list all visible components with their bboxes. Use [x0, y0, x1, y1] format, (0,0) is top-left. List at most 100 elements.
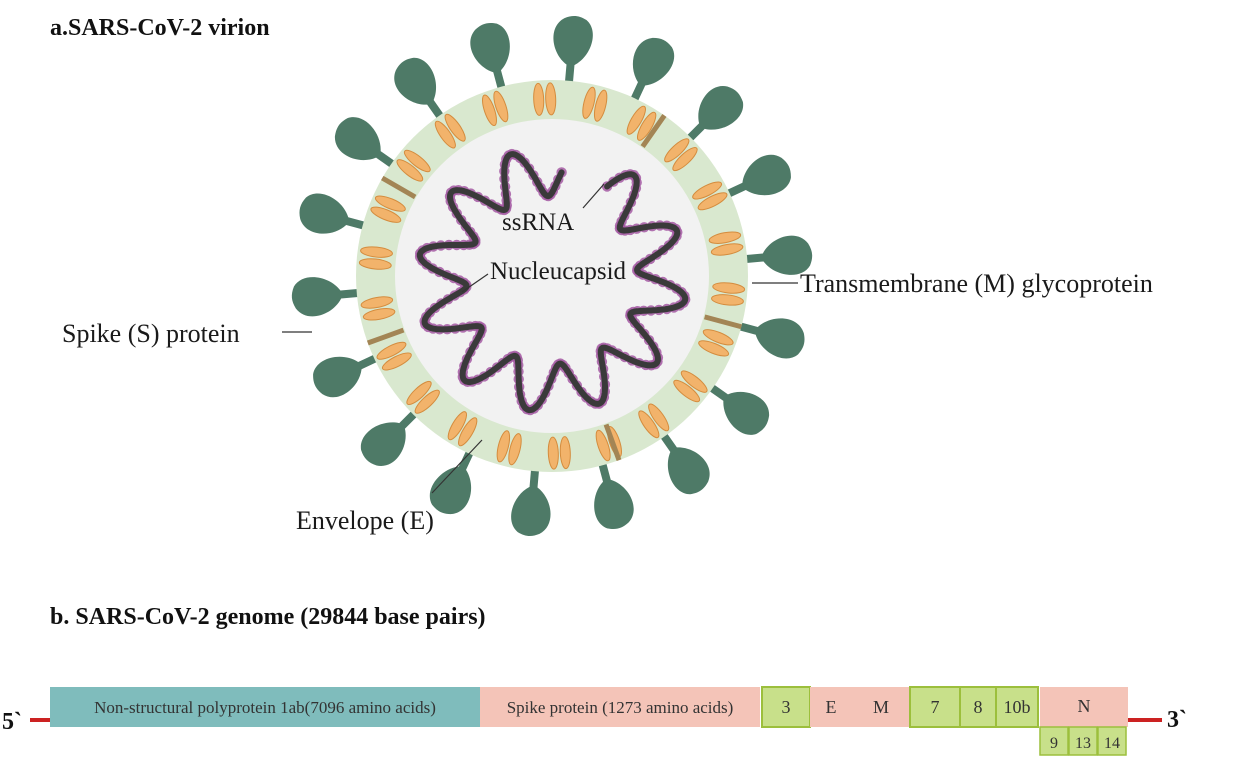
m-protein-lobe	[508, 433, 522, 466]
spike-protein-icon	[656, 427, 710, 495]
m-protein-lobe	[406, 380, 432, 406]
genome-segment-7	[995, 686, 1039, 728]
m-protein-lobe	[376, 341, 407, 360]
virion-illustration	[291, 16, 813, 536]
m-protein-lobe	[711, 294, 744, 306]
spike-protein-icon	[553, 16, 593, 90]
envelope-protein-icon	[703, 314, 742, 330]
genome-segment-label: M	[873, 697, 889, 717]
virion-title: a.SARS-CoV-2 virion	[50, 15, 270, 41]
spike-label: Spike (S) protein	[62, 319, 240, 348]
envelope-leader	[431, 439, 483, 494]
envelope-label: Envelope (E)	[296, 506, 434, 535]
m-protein-lobe	[434, 120, 456, 149]
spike-protein-icon	[594, 456, 634, 530]
genome-segment-8	[1040, 687, 1128, 727]
genome-segment-2	[761, 686, 811, 728]
m-protein-lobe	[447, 411, 468, 441]
genome-sub-segment-label: 13	[1075, 735, 1091, 752]
genome-map: 5` 3` Non-structural polyprotein 1ab(709…	[2, 686, 1187, 756]
m-protein-lobe	[396, 159, 424, 182]
spike-shape	[732, 318, 805, 359]
genome-segment-0	[50, 687, 480, 727]
m-glycoprotein-icon	[482, 90, 509, 127]
m-protein-lobe	[458, 417, 478, 447]
m-protein-lobe	[673, 379, 701, 403]
m-protein-lobe	[414, 389, 440, 414]
spike-shape	[656, 427, 710, 495]
envelope-bar	[703, 314, 742, 330]
spike-protein-icon	[682, 86, 743, 146]
genome-segment-label: Non-structural polyprotein 1ab(7096 amin…	[94, 698, 436, 717]
m-glycoprotein-icon	[370, 195, 406, 223]
m-protein-lobe	[482, 94, 497, 127]
spike-protein-icon	[291, 277, 366, 317]
m-protein-lobe	[710, 243, 744, 256]
m-glycoprotein-icon	[698, 329, 734, 357]
nucleocapsid-leader	[461, 273, 489, 293]
spike-proteins	[291, 16, 813, 536]
spike-protein-icon	[720, 154, 791, 201]
m-glycoprotein-icon	[673, 370, 708, 403]
spike-shape	[720, 154, 791, 201]
genome-segment-4	[852, 687, 910, 727]
m-protein-lobe	[496, 430, 511, 463]
spike-shape	[291, 277, 366, 317]
spike-shape	[470, 22, 510, 96]
m-glycoprotein-icon	[447, 411, 478, 447]
spike-protein-icon	[430, 444, 477, 515]
m-protein-lobe	[636, 111, 657, 141]
spike-protein-icon	[299, 193, 372, 234]
genome-segment-label: E	[826, 697, 837, 717]
spike-protein-icon	[394, 57, 448, 125]
m-glycoprotein-icon	[360, 296, 396, 321]
m-glycoprotein-icon	[582, 86, 608, 122]
m-glycoprotein-icon	[533, 82, 557, 116]
m-protein-lobe	[708, 231, 742, 244]
m-protein-lobe	[593, 89, 608, 122]
envelope-protein-icon	[603, 423, 622, 462]
genome-segment-label: 3	[782, 697, 791, 717]
m-protein-lobe	[360, 246, 393, 258]
m-protein-lobe	[680, 370, 708, 393]
spike-shape	[394, 57, 448, 125]
genome-segment-label: 10b	[1004, 697, 1031, 717]
envelope-bar	[640, 114, 667, 149]
m-protein-lobe	[595, 429, 611, 462]
m-protein-lobe	[403, 149, 431, 173]
spike-shape	[738, 235, 813, 275]
m-protein-lobe	[381, 352, 412, 371]
m-protein-lobe	[638, 410, 660, 439]
spike-protein-icon	[732, 318, 805, 359]
spike-shape	[511, 462, 551, 536]
m-glycoprotein-icon	[358, 246, 393, 270]
spike-protein-icon	[703, 380, 770, 435]
genome-sub-segment-1	[1068, 726, 1098, 756]
genome-segments: Non-structural polyprotein 1ab(7096 amin…	[50, 686, 1128, 728]
envelope-protein-icon	[640, 114, 667, 149]
m-protein-lobe	[626, 105, 646, 135]
spike-shape	[334, 117, 401, 172]
genome-sub-segment-0	[1039, 726, 1069, 756]
m-glycoprotein-icon	[626, 105, 657, 141]
spike-shape	[553, 16, 593, 90]
genome-segment-label: 8	[974, 697, 983, 717]
spike-shape	[594, 456, 634, 530]
m-protein-lobe	[672, 146, 698, 172]
m-glycoprotein-icon	[711, 282, 746, 306]
m-protein-lobe	[559, 436, 571, 470]
ssrna-leader	[582, 183, 605, 209]
spike-shape	[361, 406, 422, 466]
spike-protein-icon	[627, 37, 674, 108]
spike-protein-icon	[361, 406, 422, 466]
m-glycoprotein-icon	[664, 138, 698, 172]
m-protein-lobe	[533, 82, 545, 116]
m-protein-lobe	[493, 90, 509, 123]
membrane-proteins	[358, 82, 746, 470]
genome-segment-1	[480, 687, 760, 727]
m-protein-lobe	[648, 403, 670, 432]
m-glycoprotein-icon	[708, 231, 744, 256]
m-protein-lobe	[545, 82, 557, 116]
membrane-label: Transmembrane (M) glycoprotein	[800, 269, 1153, 298]
